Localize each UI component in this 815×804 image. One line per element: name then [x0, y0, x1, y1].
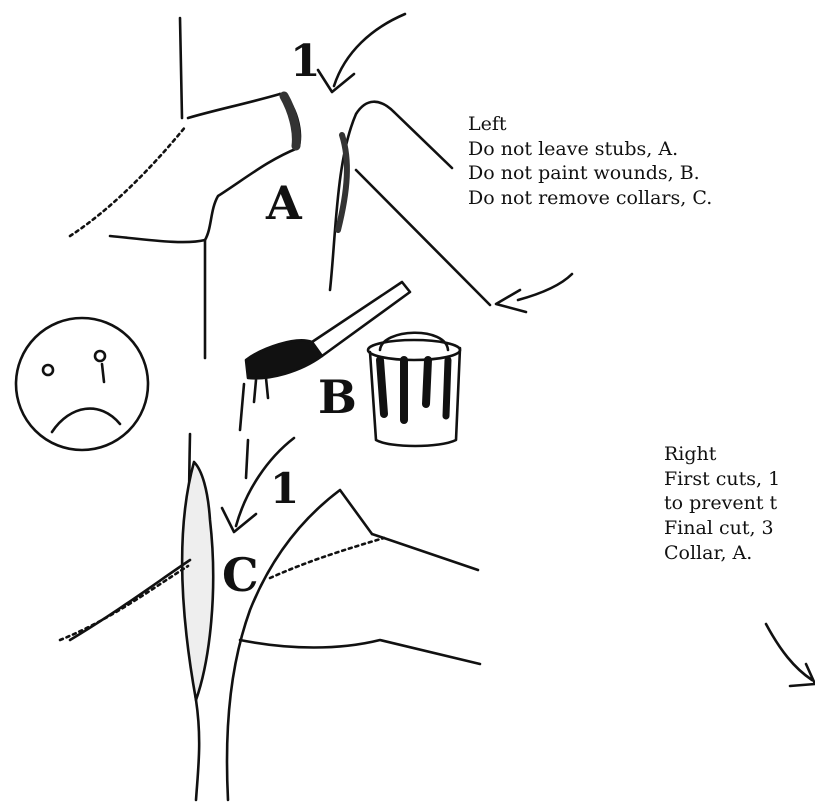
- left-line-stubs: Do not leave stubs, A.: [468, 137, 712, 162]
- removed-branch-top: [394, 112, 452, 168]
- removed-branch-outer: [330, 102, 394, 290]
- marker-1-top: 1: [290, 36, 321, 87]
- arrow-right-text: [766, 624, 815, 686]
- sad-face-mouth: [52, 409, 120, 432]
- paint-can-drip-4: [446, 360, 448, 416]
- marker-a: A: [266, 176, 302, 230]
- sad-face-tear: [102, 364, 104, 382]
- marker-1-bottom: 1: [270, 464, 299, 513]
- upper-left-bark: [70, 126, 186, 236]
- right-line-collar: Collar, A.: [664, 541, 780, 566]
- paint-can-drip-3: [426, 360, 428, 404]
- right-line-final-cut: Final cut, 3: [664, 516, 780, 541]
- right-line-prevent: to prevent t: [664, 491, 780, 516]
- upper-branch-top: [188, 94, 280, 118]
- marker-c: C: [222, 548, 259, 602]
- paint-can-drip-1: [380, 360, 384, 414]
- sad-face-eye-right: [95, 351, 105, 361]
- lower-branch-top: [372, 534, 478, 570]
- brush-drips: [240, 378, 268, 478]
- arrow-left-text: [496, 274, 572, 312]
- upper-trunk-line: [180, 18, 182, 118]
- left-line-collars: Do not remove collars, C.: [468, 186, 712, 211]
- left-caption: Left Do not leave stubs, A. Do not paint…: [468, 112, 712, 211]
- lower-branch-bottom: [240, 640, 480, 664]
- brush-handle: [312, 282, 410, 356]
- lower-left-bark: [60, 566, 188, 640]
- sad-face-eye-left: [43, 365, 53, 375]
- arrow-1-top-curve: [334, 14, 405, 86]
- marker-b: B: [318, 370, 357, 424]
- right-heading: Right: [664, 442, 780, 467]
- sad-face-circle: [16, 318, 148, 450]
- stub-cut-face: [284, 96, 296, 146]
- right-line-first-cuts: First cuts, 1: [664, 467, 780, 492]
- left-heading: Left: [468, 112, 712, 137]
- collar-outline: [182, 462, 213, 700]
- right-caption: Right First cuts, 1 to prevent t Final c…: [664, 442, 780, 565]
- left-line-paint: Do not paint wounds, B.: [468, 161, 712, 186]
- brush-head: [246, 340, 322, 378]
